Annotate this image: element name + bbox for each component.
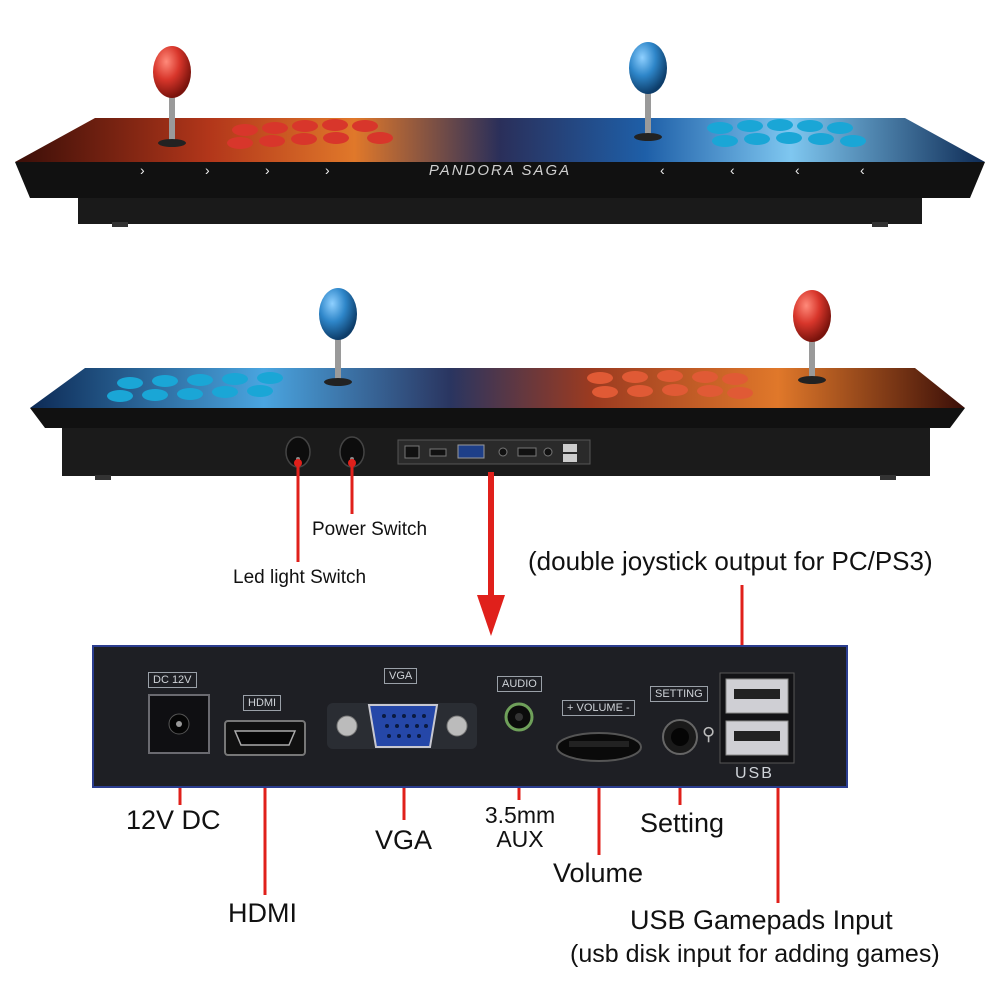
- red-joystick: [153, 46, 191, 147]
- vga-callout: VGA: [375, 825, 433, 855]
- audio-port-label: AUDIO: [497, 676, 542, 692]
- audio-jack: [504, 702, 534, 732]
- svg-text:‹: ‹: [660, 162, 665, 178]
- svg-text:⚲: ⚲: [702, 724, 715, 744]
- brand-text: PANDORA SAGA: [429, 162, 571, 179]
- hdmi-port: [224, 720, 306, 756]
- rear-blue-buttons: [107, 372, 283, 402]
- blue-button-cluster: [707, 119, 866, 147]
- rear-red-buttons: [587, 370, 753, 399]
- dc-jack: [148, 694, 210, 754]
- rear-blue-joystick: [319, 288, 357, 386]
- dc-callout: 12V DC: [126, 805, 221, 835]
- dc-port-label: DC 12V: [148, 672, 197, 688]
- power-switch-label: Power Switch: [312, 519, 428, 540]
- setting-button: [662, 719, 698, 755]
- front-chevrons: › › › › ‹ ‹ ‹ ‹: [140, 162, 865, 178]
- svg-text:‹: ‹: [860, 162, 865, 178]
- svg-text:›: ›: [325, 162, 330, 178]
- svg-text:‹: ‹: [795, 162, 800, 178]
- vga-port: [327, 703, 477, 749]
- usb-ports: [719, 672, 795, 764]
- rear-port-strip: [397, 439, 591, 465]
- hdmi-port-label: HDMI: [243, 695, 282, 711]
- console-base: [78, 198, 922, 224]
- front-bevel: [15, 162, 985, 198]
- port-panel-art: ⚲: [148, 672, 795, 764]
- setting-port-label: SETTING: [650, 686, 708, 702]
- volume-callout: Volume: [553, 858, 644, 888]
- blue-joystick: [629, 42, 667, 141]
- aux-callout-line1: 3.5mm: [484, 802, 556, 828]
- console-rear-view: [30, 288, 965, 480]
- svg-text:›: ›: [140, 162, 145, 178]
- volume-port-label: + VOLUME -: [562, 700, 635, 716]
- svg-text:‹: ‹: [730, 162, 735, 178]
- usb-port-label: USB: [735, 765, 774, 782]
- rear-red-joystick: [793, 290, 831, 384]
- svg-text:›: ›: [265, 162, 270, 178]
- usb-callout-line1: USB Gamepads Input: [630, 905, 893, 935]
- usb-callout-line2: (usb disk input for adding games): [570, 940, 940, 968]
- vga-port-label: VGA: [384, 668, 418, 684]
- rear-bevel: [30, 408, 965, 428]
- svg-text:›: ›: [205, 162, 210, 178]
- aux-callout: 3.5mm AUX: [480, 803, 560, 851]
- setting-callout: Setting: [640, 808, 725, 838]
- aux-callout-line2: AUX: [496, 826, 544, 852]
- hdmi-callout: HDMI: [228, 898, 297, 928]
- red-button-cluster: [227, 119, 393, 149]
- led-switch-label: Led light Switch: [233, 567, 367, 588]
- volume-wheel: [556, 732, 642, 762]
- down-arrow: [477, 595, 505, 636]
- console-front-view: PANDORA SAGA › › › › ‹ ‹ ‹ ‹: [15, 42, 985, 227]
- joystick-output-callout: (double joystick output for PC/PS3): [528, 546, 933, 576]
